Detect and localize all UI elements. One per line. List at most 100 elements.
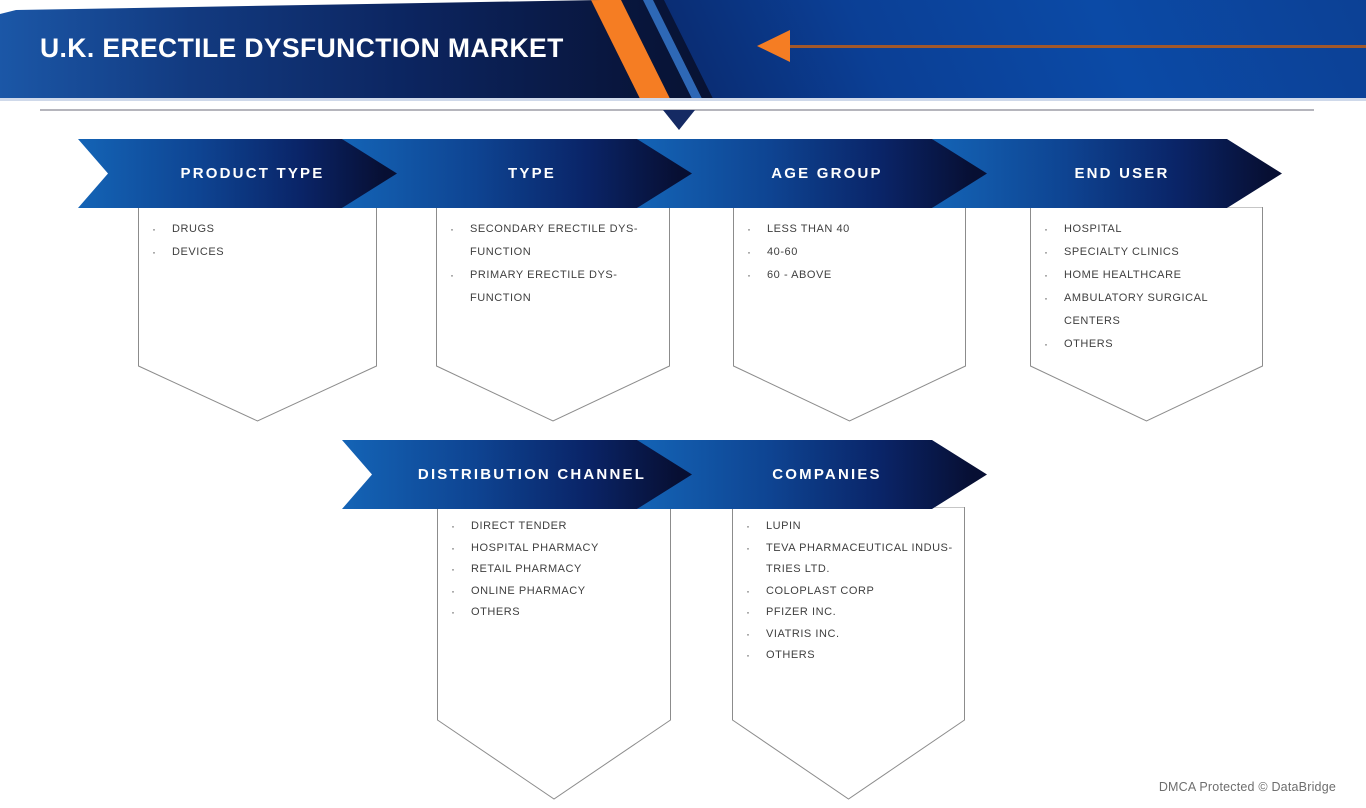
- pennant-outline: [437, 507, 671, 800]
- list-item: 40-60: [747, 241, 956, 264]
- segment-item-list: DRUGS DEVICES: [152, 218, 367, 264]
- list-item-text: PRIMARY ERECTILE DYS- FUNCTION: [470, 269, 618, 304]
- bullet-dot-icon: [1044, 287, 1064, 310]
- list-item-text: OTHERS: [471, 606, 521, 618]
- pennant-box-companies: LUPIN TEVA PHARMACEUTICAL INDUS- TRIES L…: [732, 507, 965, 800]
- list-item-text: 60 - ABOVE: [767, 269, 832, 281]
- segment-banner-label: TYPE: [508, 165, 556, 182]
- list-item: PRIMARY ERECTILE DYS- FUNCTION: [450, 264, 660, 310]
- pennant-outline: [732, 507, 965, 800]
- bullet-dot-icon: [746, 516, 766, 538]
- segment-banner-product-type: PRODUCT TYPE: [78, 139, 397, 208]
- list-item-text: PFIZER INC.: [766, 606, 837, 618]
- segment-item-list: SECONDARY ERECTILE DYS- FUNCTION PRIMARY…: [450, 218, 660, 310]
- list-item: DEVICES: [152, 241, 367, 264]
- segment-banner-label: END USER: [1074, 165, 1170, 182]
- list-item-text: OTHERS: [1064, 338, 1114, 350]
- segment-banner-distribution-channel: DISTRIBUTION CHANNEL: [342, 440, 692, 509]
- segment-banner-label: PRODUCT TYPE: [180, 165, 325, 182]
- bullet-dot-icon: [746, 538, 766, 560]
- list-item: 60 - ABOVE: [747, 264, 956, 287]
- list-item-text: 40-60: [767, 246, 798, 258]
- segment-banner-companies: COMPANIES: [637, 440, 987, 509]
- list-item: LESS THAN 40: [747, 218, 956, 241]
- list-item: COLOPLAST CORP: [746, 581, 955, 603]
- list-item-text: LUPIN: [766, 520, 802, 532]
- list-item: HOSPITAL: [1044, 218, 1253, 241]
- back-arrow-line: [789, 45, 1366, 48]
- bullet-dot-icon: [1044, 264, 1064, 287]
- list-item-text: OTHERS: [766, 649, 816, 661]
- list-item: VIATRIS INC.: [746, 624, 955, 646]
- segment-item-list: LESS THAN 40 40-60 60 - ABOVE: [747, 218, 956, 287]
- pennant-outline: [733, 207, 966, 422]
- pennant-outline: [1030, 207, 1263, 422]
- segment-banner-label: COMPANIES: [772, 466, 882, 483]
- pennant-box-age-group: LESS THAN 40 40-60 60 - ABOVE: [733, 207, 966, 422]
- list-item: SPECIALTY CLINICS: [1044, 241, 1253, 264]
- bullet-dot-icon: [451, 538, 471, 560]
- bullet-dot-icon: [451, 559, 471, 581]
- list-item-text: ONLINE PHARMACY: [471, 584, 586, 597]
- pennant-box-distribution-channel: DIRECT TENDER HOSPITAL PHARMACY RETAIL P…: [437, 507, 671, 800]
- list-item: DIRECT TENDER: [451, 516, 661, 538]
- page-title: U.K. ERECTILE DYSFUNCTION MARKET: [40, 33, 564, 63]
- bullet-dot-icon: [1044, 218, 1064, 241]
- bullet-dot-icon: [746, 581, 766, 603]
- list-item: OTHERS: [451, 602, 661, 624]
- down-arrow-icon: [663, 110, 695, 130]
- segment-banner-label: DISTRIBUTION CHANNEL: [417, 466, 647, 483]
- list-item-text: HOSPITAL PHARMACY: [471, 541, 599, 554]
- list-item-text: HOME HEALTHCARE: [1064, 269, 1182, 281]
- segment-banner-age-group: AGE GROUP: [637, 139, 987, 208]
- list-item-text: DRUGS: [172, 223, 215, 235]
- bullet-dot-icon: [450, 264, 470, 287]
- bullet-dot-icon: [746, 602, 766, 624]
- list-item-text: SECONDARY ERECTILE DYS- FUNCTION: [470, 223, 639, 258]
- list-item: HOME HEALTHCARE: [1044, 264, 1253, 287]
- list-item-text: SPECIALTY CLINICS: [1064, 246, 1180, 258]
- bullet-dot-icon: [747, 264, 767, 287]
- bullet-dot-icon: [152, 218, 172, 241]
- bullet-dot-icon: [746, 645, 766, 667]
- bullet-dot-icon: [746, 624, 766, 646]
- list-item: SECONDARY ERECTILE DYS- FUNCTION: [450, 218, 660, 264]
- list-item: TEVA PHARMACEUTICAL INDUS- TRIES LTD.: [746, 538, 955, 581]
- bullet-dot-icon: [450, 218, 470, 241]
- list-item-text: AMBULATORY SURGICAL CENTERS: [1064, 292, 1209, 327]
- list-item: OTHERS: [1044, 333, 1253, 356]
- list-item-text: COLOPLAST CORP: [766, 584, 875, 597]
- list-item: AMBULATORY SURGICAL CENTERS: [1044, 287, 1253, 333]
- bullet-dot-icon: [747, 241, 767, 264]
- segment-item-list: DIRECT TENDER HOSPITAL PHARMACY RETAIL P…: [451, 516, 661, 624]
- pennant-box-end-user: HOSPITAL SPECIALTY CLINICS HOME HEALTHCA…: [1030, 207, 1263, 422]
- header-bottom-strip: [0, 98, 1366, 101]
- list-item-text: DEVICES: [172, 246, 225, 258]
- header-banner: U.K. ERECTILE DYSFUNCTION MARKET: [0, 0, 1366, 98]
- list-item: RETAIL PHARMACY: [451, 559, 661, 581]
- bullet-dot-icon: [451, 602, 471, 624]
- bullet-dot-icon: [747, 218, 767, 241]
- list-item-text: TEVA PHARMACEUTICAL INDUS- TRIES LTD.: [766, 541, 953, 576]
- bullet-dot-icon: [1044, 333, 1064, 356]
- bullet-dot-icon: [451, 581, 471, 603]
- dmca-watermark: DMCA Protected © DataBridge: [1158, 780, 1336, 794]
- segment-item-list: LUPIN TEVA PHARMACEUTICAL INDUS- TRIES L…: [746, 516, 955, 667]
- segment-banner-label: AGE GROUP: [771, 165, 883, 182]
- list-item-text: LESS THAN 40: [767, 223, 850, 235]
- pennant-outline: [436, 207, 670, 422]
- bullet-dot-icon: [1044, 241, 1064, 264]
- segment-item-list: HOSPITAL SPECIALTY CLINICS HOME HEALTHCA…: [1044, 218, 1253, 356]
- pennant-box-product-type: DRUGS DEVICES: [138, 207, 377, 422]
- back-arrow-icon: [757, 30, 790, 62]
- list-item-text: DIRECT TENDER: [471, 520, 567, 532]
- list-item: DRUGS: [152, 218, 367, 241]
- list-item: OTHERS: [746, 645, 955, 667]
- segment-banner-end-user: END USER: [932, 139, 1282, 208]
- list-item-text: HOSPITAL: [1064, 223, 1122, 235]
- pennant-box-type: SECONDARY ERECTILE DYS- FUNCTION PRIMARY…: [436, 207, 670, 422]
- list-item: ONLINE PHARMACY: [451, 581, 661, 603]
- list-item-text: RETAIL PHARMACY: [471, 563, 582, 575]
- bullet-dot-icon: [451, 516, 471, 538]
